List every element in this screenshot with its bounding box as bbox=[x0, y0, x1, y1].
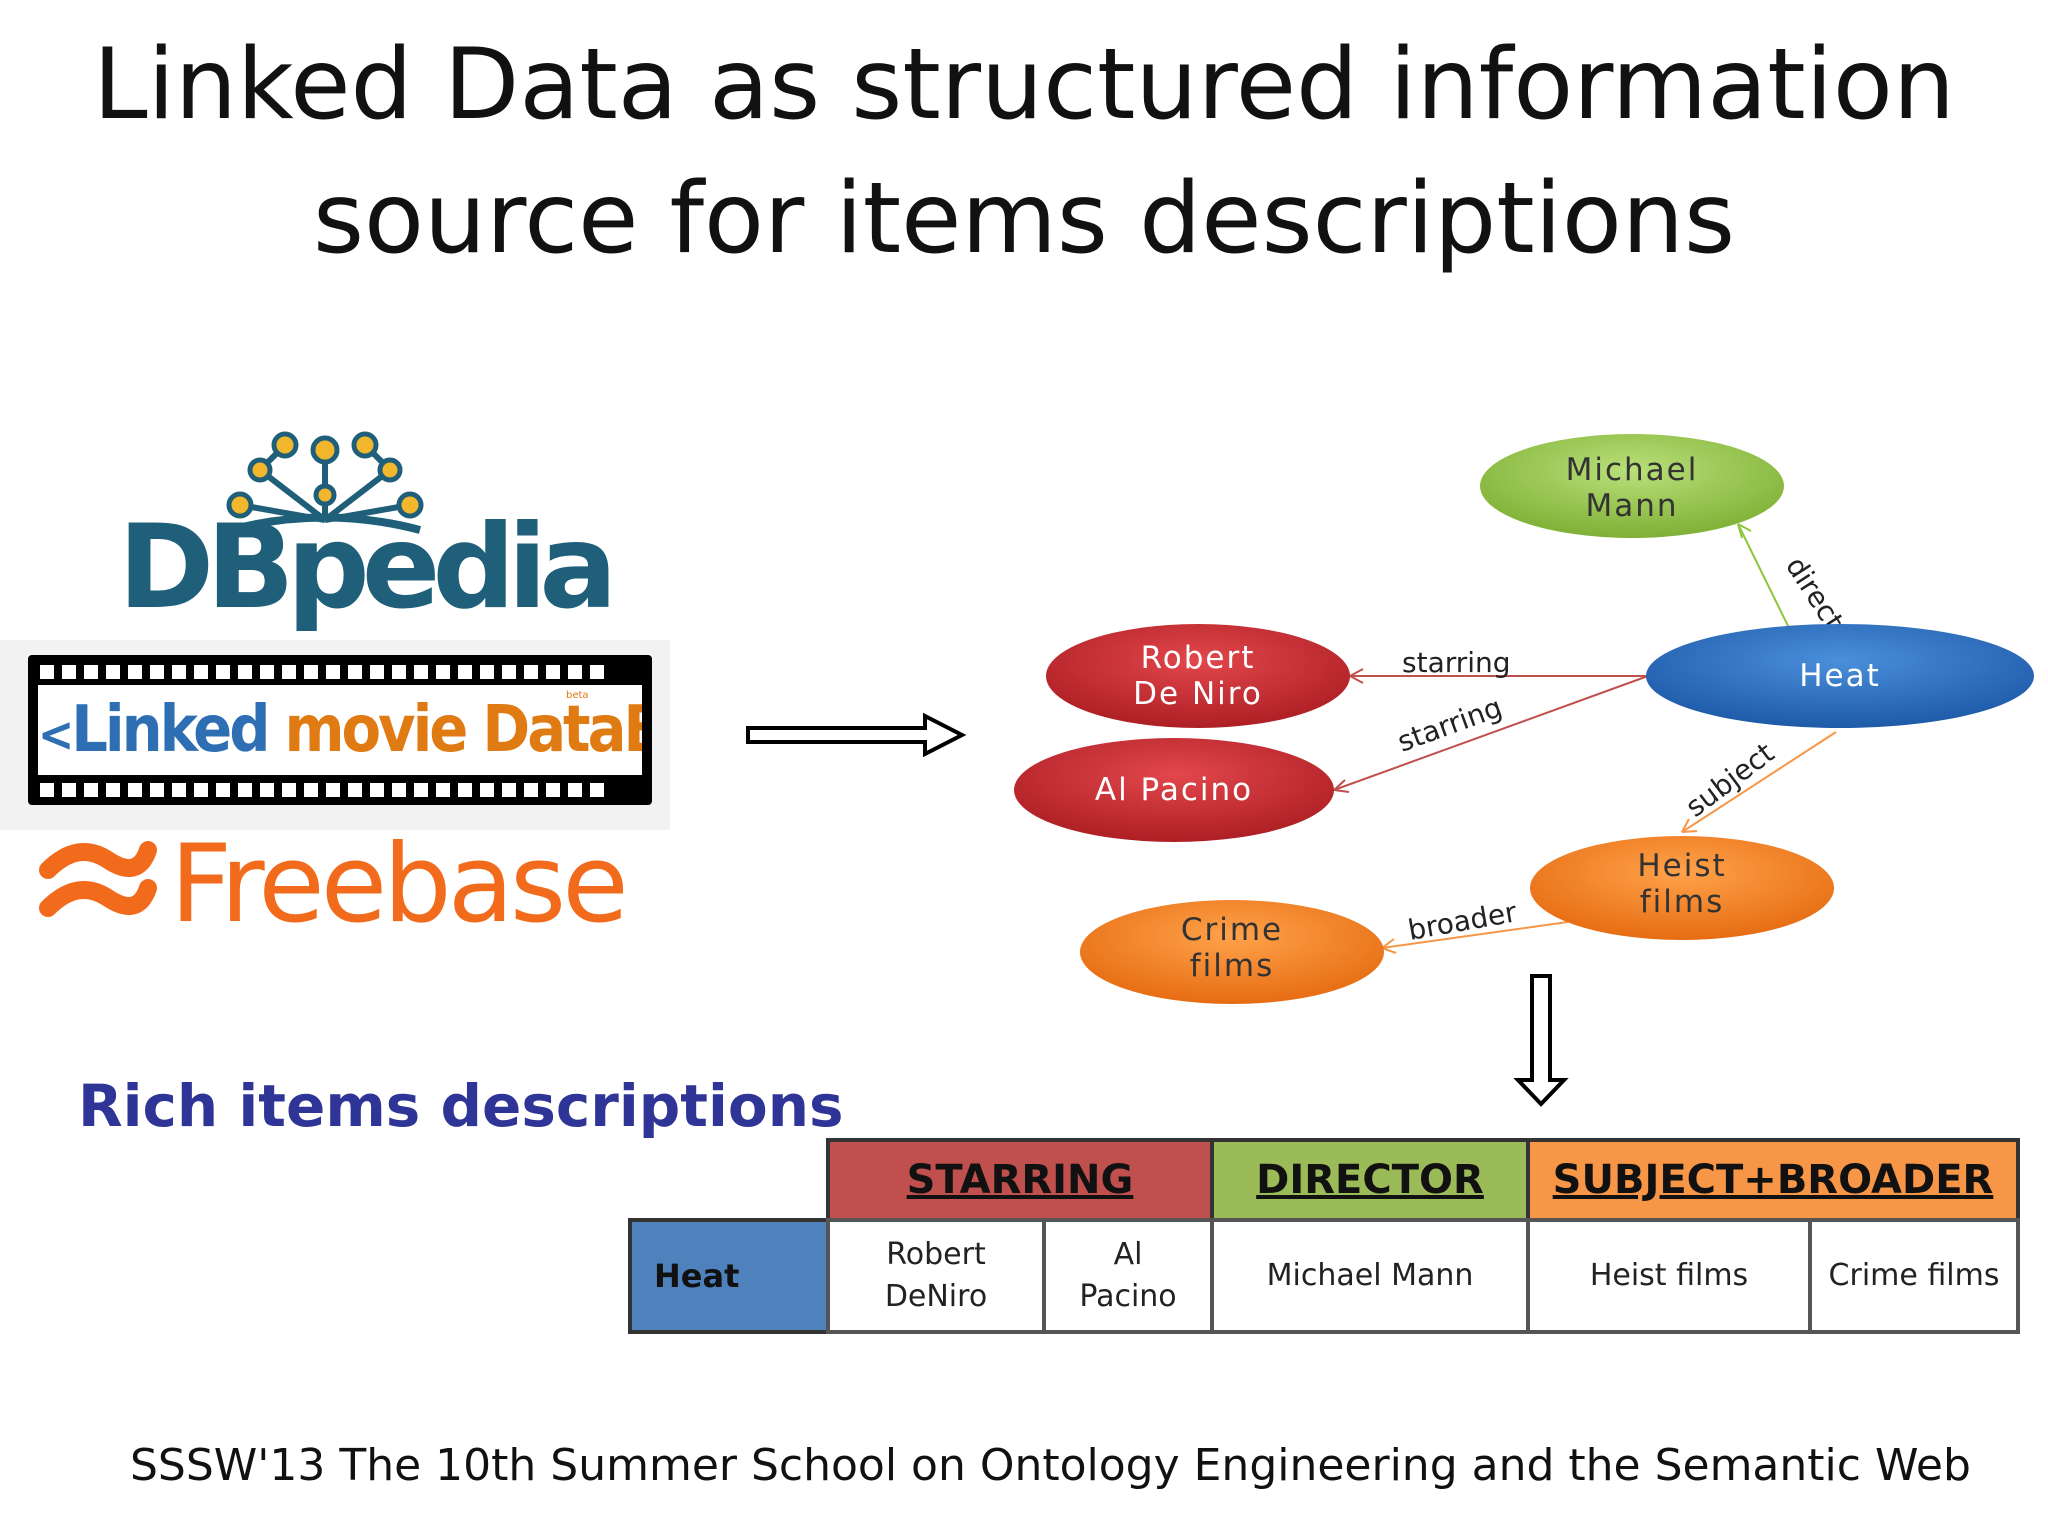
slide-footer: SSSW'13 The 10th Summer School on Ontolo… bbox=[130, 1440, 1971, 1491]
cell-starring-1-line-1: Robert bbox=[886, 1237, 986, 1272]
node-al-pacino: Al Pacino bbox=[1014, 738, 1334, 842]
edge-director-arrowhead bbox=[1737, 523, 1752, 539]
edge-label-broader: broader bbox=[1405, 895, 1519, 947]
node-robert-de-niro-line-2: De Niro bbox=[1133, 676, 1263, 712]
header-director: DIRECTOR bbox=[1210, 1138, 1526, 1218]
lmdb-database-text: DataBase bbox=[482, 693, 642, 767]
node-al-pacino-label: Al Pacino bbox=[1095, 772, 1253, 808]
freebase-waves-icon bbox=[39, 841, 157, 917]
cell-starring-2-line-2: Pacino bbox=[1079, 1279, 1177, 1314]
film-holes-top bbox=[40, 665, 640, 681]
slide-title-line-2: source for items descriptions bbox=[312, 162, 1736, 276]
node-michael-mann: Michael Mann bbox=[1480, 434, 1784, 538]
edge-broader-arrowhead bbox=[1381, 938, 1397, 954]
dbpedia-logo-graphic bbox=[226, 431, 424, 534]
node-crime-films-line-1: Crime bbox=[1181, 912, 1283, 948]
node-crime-films-line-2: films bbox=[1190, 948, 1275, 984]
dbpedia-logo-text: DBpedia bbox=[118, 500, 617, 635]
node-michael-mann-line-2: Mann bbox=[1585, 488, 1678, 524]
lmdb-logo-text: <Linked movie DataBase bbox=[38, 685, 642, 775]
row-item-heat: Heat bbox=[628, 1218, 826, 1334]
node-heist-films: Heist films bbox=[1530, 836, 1834, 940]
node-heat: Heat bbox=[1646, 624, 2034, 728]
node-michael-mann-line-1: Michael bbox=[1566, 452, 1699, 488]
node-heist-films-line-2: films bbox=[1640, 884, 1725, 920]
rich-items-label: Rich items descriptions bbox=[78, 1072, 844, 1140]
edge-starring-2-arrowhead bbox=[1333, 779, 1350, 793]
down-arrow-icon bbox=[1513, 974, 1569, 1107]
lmdb-linked-text: Linked bbox=[71, 693, 285, 767]
cell-starring-1-line-2: DeNiro bbox=[884, 1279, 988, 1314]
node-heat-label: Heat bbox=[1799, 658, 1881, 694]
film-holes-bottom bbox=[40, 783, 640, 799]
node-heist-films-line-1: Heist bbox=[1637, 848, 1726, 884]
edge-subject-arrowhead bbox=[1681, 818, 1698, 833]
edge-subject bbox=[1681, 731, 1837, 833]
freebase-logo-text: Freebase bbox=[170, 822, 629, 947]
edge-starring-1-arrowhead bbox=[1349, 668, 1364, 684]
edge-broader bbox=[1381, 921, 1569, 949]
right-arrow-icon bbox=[746, 712, 967, 758]
item-feature-table: STARRING DIRECTOR SUBJECT+BROADER Heat R… bbox=[628, 1135, 2020, 1335]
edge-starring-2 bbox=[1333, 675, 1649, 791]
edge-label-starring-1: starring bbox=[1402, 646, 1511, 679]
edge-director bbox=[1737, 523, 1791, 631]
cell-subject: Heist films bbox=[1526, 1218, 1808, 1334]
lmdb-movie-text: movie bbox=[284, 693, 483, 767]
header-subject-broader: SUBJECT+BROADER bbox=[1526, 1138, 2020, 1218]
cell-starring-2-line-1: Al bbox=[1113, 1237, 1143, 1272]
cell-broader: Crime films bbox=[1808, 1218, 2020, 1334]
lmdb-beta-label: beta bbox=[566, 690, 589, 701]
node-robert-de-niro-line-1: Robert bbox=[1141, 640, 1256, 676]
slide-title-line-1: Linked Data as structured information bbox=[93, 28, 1955, 142]
header-starring: STARRING bbox=[826, 1138, 1210, 1218]
node-crime-films: Crime films bbox=[1080, 900, 1384, 1004]
node-robert-de-niro: Robert De Niro bbox=[1046, 624, 1350, 728]
edge-label-subject: subject bbox=[1679, 736, 1780, 823]
slide-title: Linked Data as structured information so… bbox=[0, 18, 2048, 286]
cell-director: Michael Mann bbox=[1210, 1218, 1526, 1334]
share-icon: < bbox=[38, 707, 74, 763]
